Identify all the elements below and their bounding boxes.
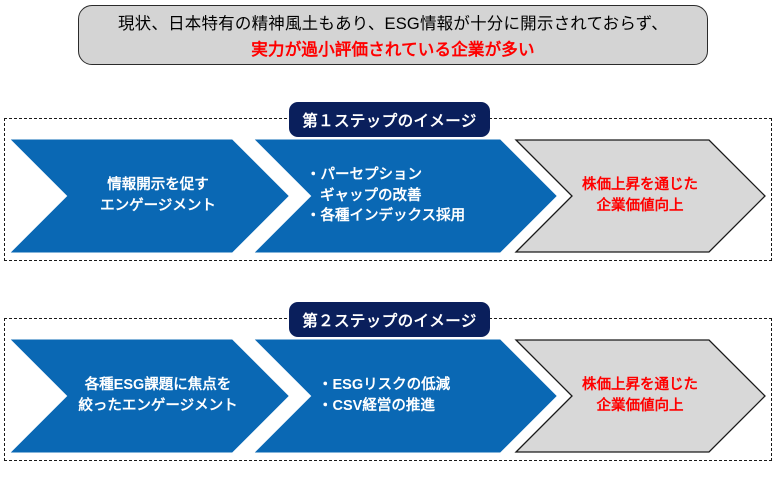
step-1-arrow-row: 情報開示を促す エンゲージメント ・パーセプション ギャップの改善 ・各種インデ… xyxy=(0,138,780,254)
step-2-arrow-row: 各種ESG課題に焦点を 絞ったエンゲージメント ・ESGリスクの低減 ・CSV経… xyxy=(0,338,780,454)
step-2-arrow-3-shape xyxy=(514,339,766,453)
step-1-arrow-3-shape xyxy=(514,139,766,253)
step-1-arrow-2-shape xyxy=(254,139,557,253)
callout-line-2: 実力が過小評価されている企業が多い xyxy=(251,41,535,59)
callout-line-1: 現状、日本特有の精神風土もあり、ESG情報が十分に開示されておらず、 xyxy=(117,15,668,33)
step-2-badge: 第２ステップのイメージ xyxy=(289,302,490,337)
step-2-arrow-2-shape xyxy=(254,339,557,453)
step-1-arrow-1-shape xyxy=(10,139,289,253)
step-2-arrow-1-shape xyxy=(10,339,289,453)
step-1-badge: 第１ステップのイメージ xyxy=(289,102,490,137)
summary-callout: 現状、日本特有の精神風土もあり、ESG情報が十分に開示されておらず、 実力が過小… xyxy=(78,5,708,65)
